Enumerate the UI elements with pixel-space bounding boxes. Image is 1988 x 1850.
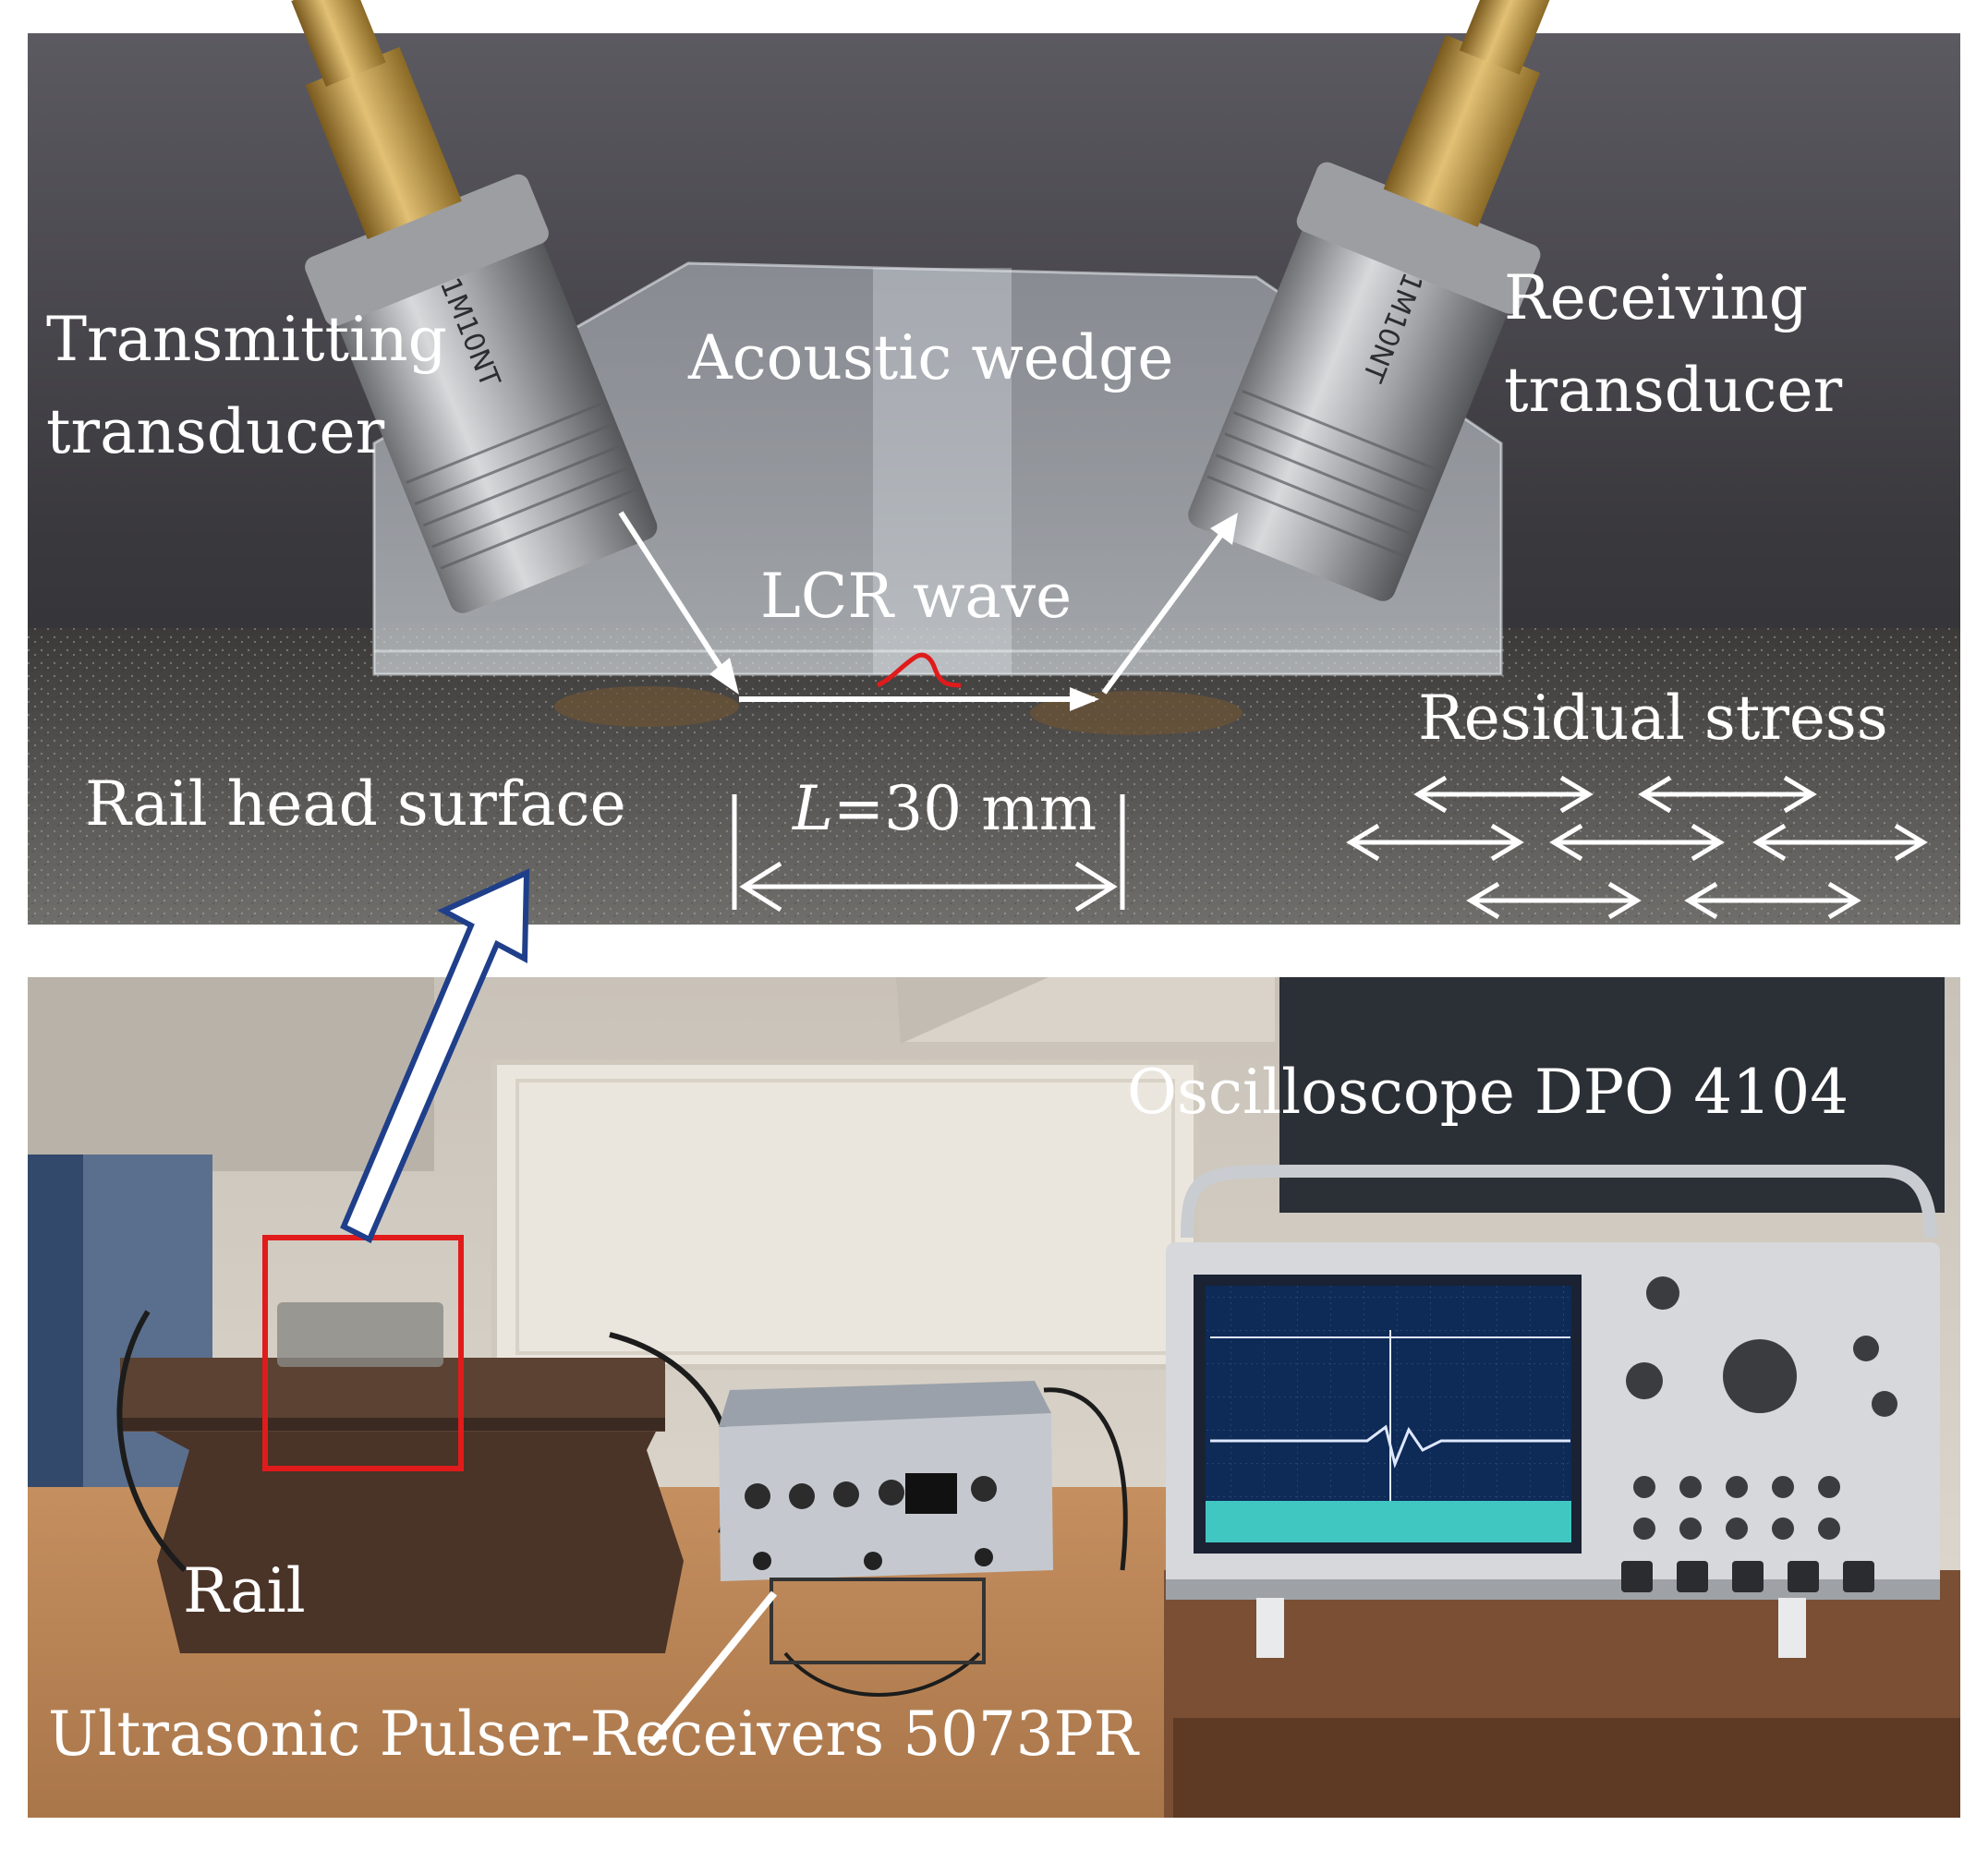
- label-rail-head-surface: Rail head surface: [85, 768, 626, 840]
- pulser-pointer-line: [648, 1590, 778, 1747]
- label-transmitting-line2: transducer: [46, 396, 385, 467]
- residual-stress-arrows: [1346, 775, 1928, 920]
- oscilloscope: [1166, 1165, 1940, 1658]
- label-receiving-line2: transducer: [1504, 355, 1843, 426]
- transmitting-transducer: 1M10NT: [291, 0, 658, 613]
- wave-path: [618, 511, 1238, 711]
- receiving-transducer: 1M10NT: [1188, 0, 1555, 601]
- label-oscilloscope: Oscilloscope DPO 4104: [1127, 1057, 1849, 1128]
- rail: [120, 1302, 684, 1653]
- distance-symbol: L: [792, 773, 833, 844]
- label-residual-stress: Residual stress: [1418, 683, 1888, 754]
- label-distance: L=30 mm: [792, 773, 1097, 844]
- label-lcr-wave: LCR wave: [760, 561, 1072, 632]
- label-rail: Rail: [183, 1555, 306, 1626]
- label-acoustic-wedge: Acoustic wedge: [687, 322, 1173, 393]
- distance-value: =30 mm: [833, 773, 1097, 844]
- distance-dimension: [732, 794, 1125, 913]
- lcr-wave-marker: [876, 652, 962, 688]
- label-pulser-receiver: Ultrasonic Pulser-Receivers 5073PR: [48, 1699, 1140, 1770]
- label-transmitting-line1: Transmitting: [46, 304, 447, 375]
- pulser-receiver: [719, 1381, 1053, 1664]
- label-receiving-line1: Receiving: [1504, 262, 1808, 333]
- callout-arrow: [340, 868, 530, 1244]
- bottom-photo: [28, 977, 1960, 1818]
